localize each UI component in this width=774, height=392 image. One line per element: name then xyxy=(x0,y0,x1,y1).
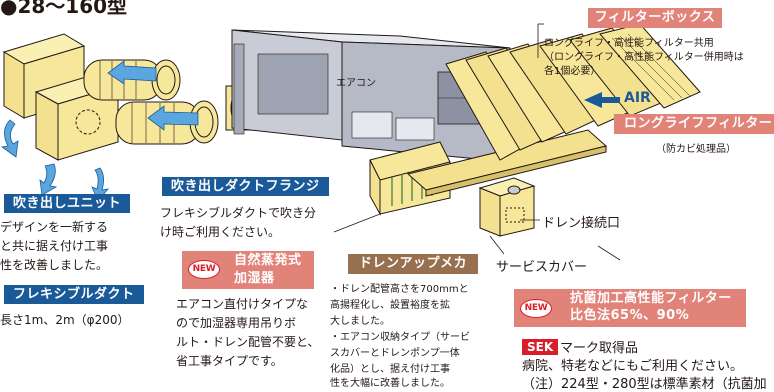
longlife-filter-label: ロングライフフィルター xyxy=(614,114,774,134)
drain-up-desc-3: 大しました。 xyxy=(330,316,390,327)
duct-flange-label: 吹き出しダクトフランジ xyxy=(162,177,329,196)
drain-up-desc-4: ・エアコン収納タイプ（サービ xyxy=(330,332,470,343)
ac-unit-label: エアコン xyxy=(336,78,376,89)
outlet-unit-label: 吹き出しユニット xyxy=(4,194,131,213)
flexible-duct-label: フレキシブルダクト xyxy=(4,285,144,304)
flexible-duct-upper xyxy=(83,59,181,101)
outlet-unit-desc-2: と共に据え付け工事 xyxy=(0,239,109,253)
antibac-filter-label-1: 抗菌加工高性能フィルター xyxy=(570,291,732,306)
filter-box-note-3: 各1個必要） xyxy=(544,66,601,77)
antibac-filter-note: （注）224型・280型は標準素材（抗菌加 xyxy=(522,377,767,392)
duct-flange-desc-1: フレキシブルダクトで吹き分 xyxy=(160,206,317,220)
antibac-leader xyxy=(597,245,621,261)
air-direction-arrow-icon xyxy=(584,92,620,108)
sek-mark-text: マーク取得品 xyxy=(560,341,639,356)
duct-flange-desc-2: け時ご利用ください。 xyxy=(160,225,281,239)
outlet-unit-desc-1: デザインを一新する xyxy=(0,220,109,234)
drain-up-desc-1: ・ドレン配管高さを700mmと xyxy=(330,284,469,295)
drain-port-label: ドレン接続口 xyxy=(542,216,621,231)
service-cover-leader xyxy=(489,235,505,255)
new-badge-icon: NEW xyxy=(188,260,220,279)
ac-unit-body xyxy=(231,29,511,163)
humidifier-label-2: 加湿器 xyxy=(234,271,275,286)
drain-up-desc-6: 化品）とし、据え付け工事 xyxy=(330,364,450,375)
filter-box-stack xyxy=(445,23,701,161)
longlife-filter-note: （防カビ処理品） xyxy=(656,144,736,155)
humidifier-label-1: 自然蒸発式 xyxy=(234,253,302,268)
sek-mark-icon: SEK xyxy=(522,339,559,355)
humidifier-desc-3: ルト・ドレン配管不要と、 xyxy=(176,335,320,349)
drain-up-label: ドレンアップメカ xyxy=(348,254,479,274)
drain-up-desc-7: 性を大幅に改善しました。 xyxy=(330,378,450,389)
humidifier-desc-1: エアコン直付けタイプな xyxy=(176,297,309,311)
antibac-filter-desc: 病院、特老などにもご利用ください。 xyxy=(522,359,744,374)
drain-up-mechanism xyxy=(478,177,536,237)
drain-up-desc-2: 高揚程化し、設置裕度を拡 xyxy=(330,300,450,311)
humidifier-desc-4: 省工事タイプです。 xyxy=(176,354,283,368)
filter-box-label: フィルターボックス xyxy=(588,8,722,28)
outlet-unit-desc-3: 性を改善しました。 xyxy=(0,258,109,272)
filter-box-note-1: ロングライフ・高性能フィルター共用 xyxy=(544,38,714,49)
air-label: AIR xyxy=(624,90,651,106)
filter-box-note-2: （ロングライフ・高性能フィルター併用時は xyxy=(544,52,744,63)
airflow-arrow-icon xyxy=(0,60,199,202)
drain-up-desc-5: スカバーとドレンポンプ一体 xyxy=(330,348,460,359)
humidifier-leader xyxy=(333,213,381,233)
humidifier-desc-2: ので加湿器専用吊りボ xyxy=(176,316,297,330)
antibac-filter-label-2: 比色法65%、90% xyxy=(570,308,690,323)
antibac-filter-label-box: 抗菌加工高性能フィルター 比色法65%、90% xyxy=(514,289,746,327)
flexible-duct-desc: 長さ1m、2m（φ200） xyxy=(0,313,130,327)
service-cover-label: サービスカバー xyxy=(496,260,588,275)
page-title: ●28〜160型 xyxy=(0,0,128,18)
new-badge-icon: NEW xyxy=(520,299,552,318)
